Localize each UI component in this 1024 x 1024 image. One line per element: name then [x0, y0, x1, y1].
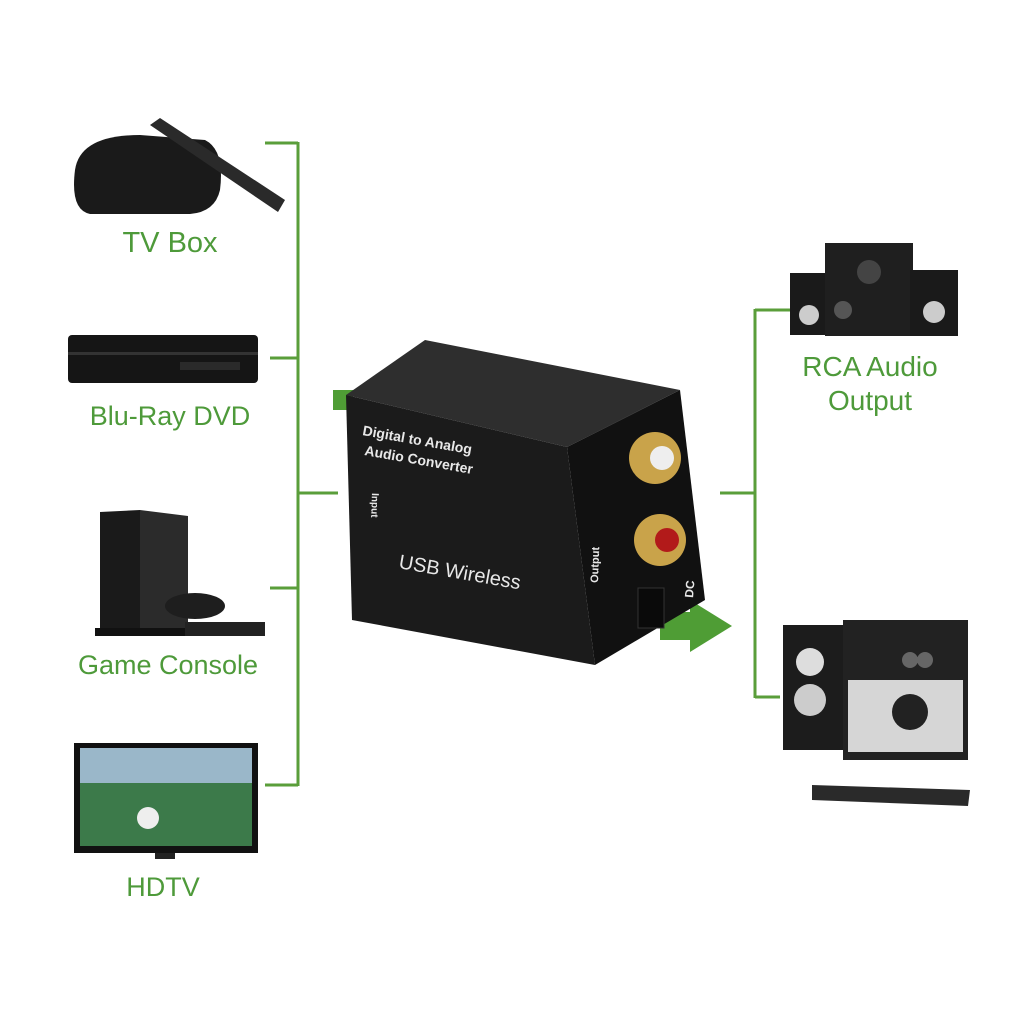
- bluray-player-icon: [68, 335, 258, 383]
- label-rca-output-line2: Output: [827, 385, 913, 416]
- dc-label: DC: [682, 579, 697, 598]
- label-tv-box: TV Box: [122, 227, 218, 259]
- speakers-icon: [790, 243, 958, 336]
- tv-box-icon: [74, 118, 285, 214]
- stereo-system-icon: [783, 620, 970, 806]
- label-hdtv: HDTV: [126, 872, 200, 902]
- output-label: Output: [589, 546, 602, 583]
- dc-jack: [637, 587, 665, 629]
- label-game-console: Game Console: [77, 650, 259, 680]
- converter-device: Digital to Analog Audio Converter USB Wi…: [346, 340, 705, 665]
- hdtv-icon: [74, 743, 258, 859]
- game-console-icon: [95, 510, 265, 636]
- label-rca-output-line1: RCA Audio: [802, 351, 938, 382]
- label-bluray-dvd: Blu-Ray DVD: [89, 401, 251, 431]
- input-label: Input: [368, 493, 380, 518]
